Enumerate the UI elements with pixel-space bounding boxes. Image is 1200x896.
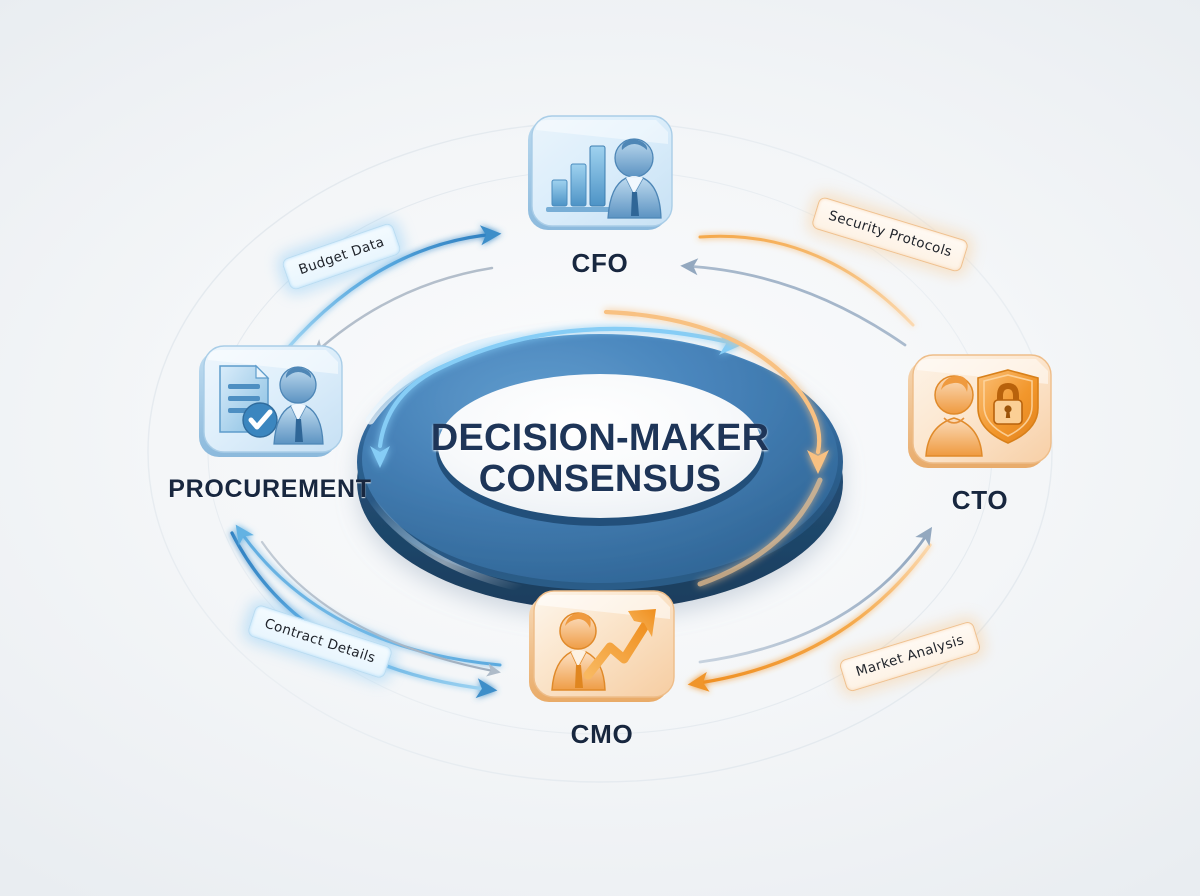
- arrow-cto-to-cmo: [687, 543, 932, 692]
- cto-icon-card[interactable]: [904, 348, 1056, 476]
- cfo-label: CFO: [571, 248, 629, 278]
- person-growth-arrow-icon: [529, 590, 675, 702]
- ring-arrow-blue: [370, 326, 744, 468]
- node-cfo[interactable]: CFO: [510, 110, 690, 279]
- arrow-procurement-to-cfo: [284, 225, 502, 352]
- torus-rim-glow-orange: [697, 477, 823, 587]
- chart-person-icon: [528, 115, 673, 230]
- torus-highlight-lower: [368, 496, 524, 592]
- arrow-cmo-to-procurement: [235, 524, 502, 667]
- node-cto[interactable]: CTO: [880, 348, 1080, 516]
- cfo-icon-card[interactable]: [522, 110, 678, 238]
- cmo-label: CMO: [570, 719, 634, 749]
- document-check-person-icon: [199, 345, 343, 457]
- arrow-cfo-to-cto: [698, 234, 915, 327]
- cmo-icon-card[interactable]: [524, 585, 680, 711]
- node-cmo[interactable]: CMO: [512, 585, 692, 750]
- person-shield-lock-icon: [908, 354, 1052, 468]
- center-title-line2: CONSENSUS: [478, 457, 722, 500]
- procurement-label: PROCUREMENT: [168, 475, 372, 503]
- arrow-procurement-cmo-secondary: [260, 540, 501, 677]
- center-title-line1: DECISION-MAKER: [430, 417, 770, 459]
- ring-arrow-orange: [603, 309, 829, 474]
- arrow-cto-to-cfo: [680, 258, 907, 347]
- torus-body: [357, 334, 843, 610]
- arrow-cfo-to-procurement: [312, 266, 494, 356]
- center-title: DECISION-MAKER CONSENSUS: [380, 418, 820, 499]
- cto-label: CTO: [951, 485, 1009, 515]
- node-procurement[interactable]: PROCUREMENT: [145, 340, 395, 504]
- arrow-cmo-to-cto: [698, 526, 933, 664]
- torus-highlight-upper: [365, 331, 525, 425]
- procurement-icon-card[interactable]: [194, 340, 346, 466]
